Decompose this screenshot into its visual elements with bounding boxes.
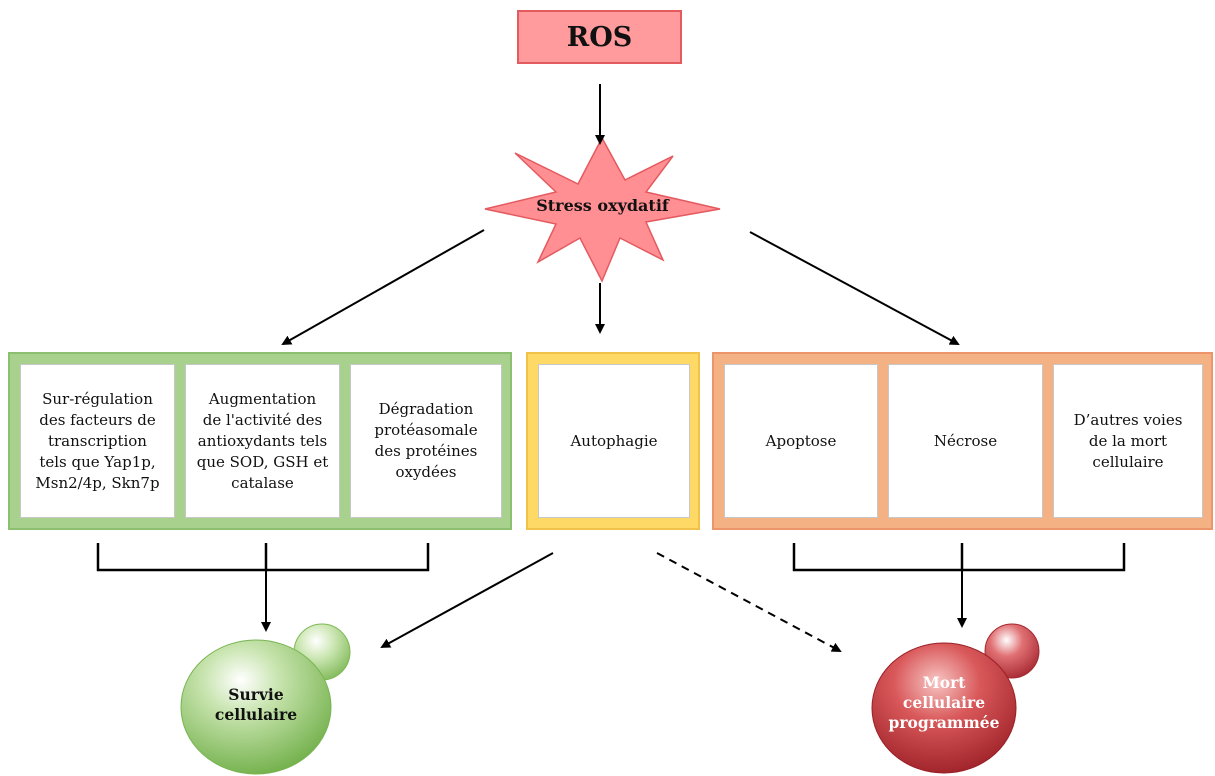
card-antioxidants: Augmentation de l'activité des antioxyda… <box>185 364 340 518</box>
death-outcome-label: Mort cellulaire programmée <box>888 673 1000 732</box>
ros-box: ROS <box>517 10 682 64</box>
death-cell-bud <box>984 623 1040 679</box>
card-other-death-pathways: D’autres voies de la mort cellulaire <box>1053 364 1203 518</box>
survival-outcome-label: Survie cellulaire <box>214 685 298 724</box>
card-antioxidants-text: Augmentation de l'activité des antioxyda… <box>196 389 329 492</box>
card-autophagy-text: Autophagie <box>570 431 658 450</box>
card-other-death-pathways-text: D’autres voies de la mort cellulaire <box>1073 410 1183 471</box>
arrow-autophagy-to-survival <box>380 552 554 648</box>
survival-cell-body <box>180 639 332 775</box>
arrow-autophagy-to-death-dashed <box>656 552 842 652</box>
card-necrosis: Nécrose <box>888 364 1043 518</box>
card-apoptosis: Apoptose <box>724 364 878 518</box>
arrow-stress-to-survival-group <box>281 229 485 345</box>
death-bracket <box>792 543 1126 572</box>
card-autophagy: Autophagie <box>538 364 690 518</box>
arrow-stress-to-death-group <box>749 231 960 345</box>
death-cell-body <box>871 642 1017 774</box>
card-proteasomal-degradation-text: Dégradation protéasomale des protéines o… <box>374 400 478 481</box>
card-transcription-factors-text: Sur-régulation des facteurs de transcrip… <box>35 389 160 492</box>
stress-burst-shape <box>484 136 721 283</box>
survival-bracket <box>96 543 430 572</box>
card-transcription-factors: Sur-régulation des facteurs de transcrip… <box>20 364 175 518</box>
ros-label: ROS <box>566 21 633 53</box>
card-apoptosis-text: Apoptose <box>765 431 837 450</box>
card-proteasomal-degradation: Dégradation protéasomale des protéines o… <box>350 364 502 518</box>
card-necrosis-text: Nécrose <box>933 431 998 450</box>
stress-label: Stress oxydatif <box>536 196 669 215</box>
